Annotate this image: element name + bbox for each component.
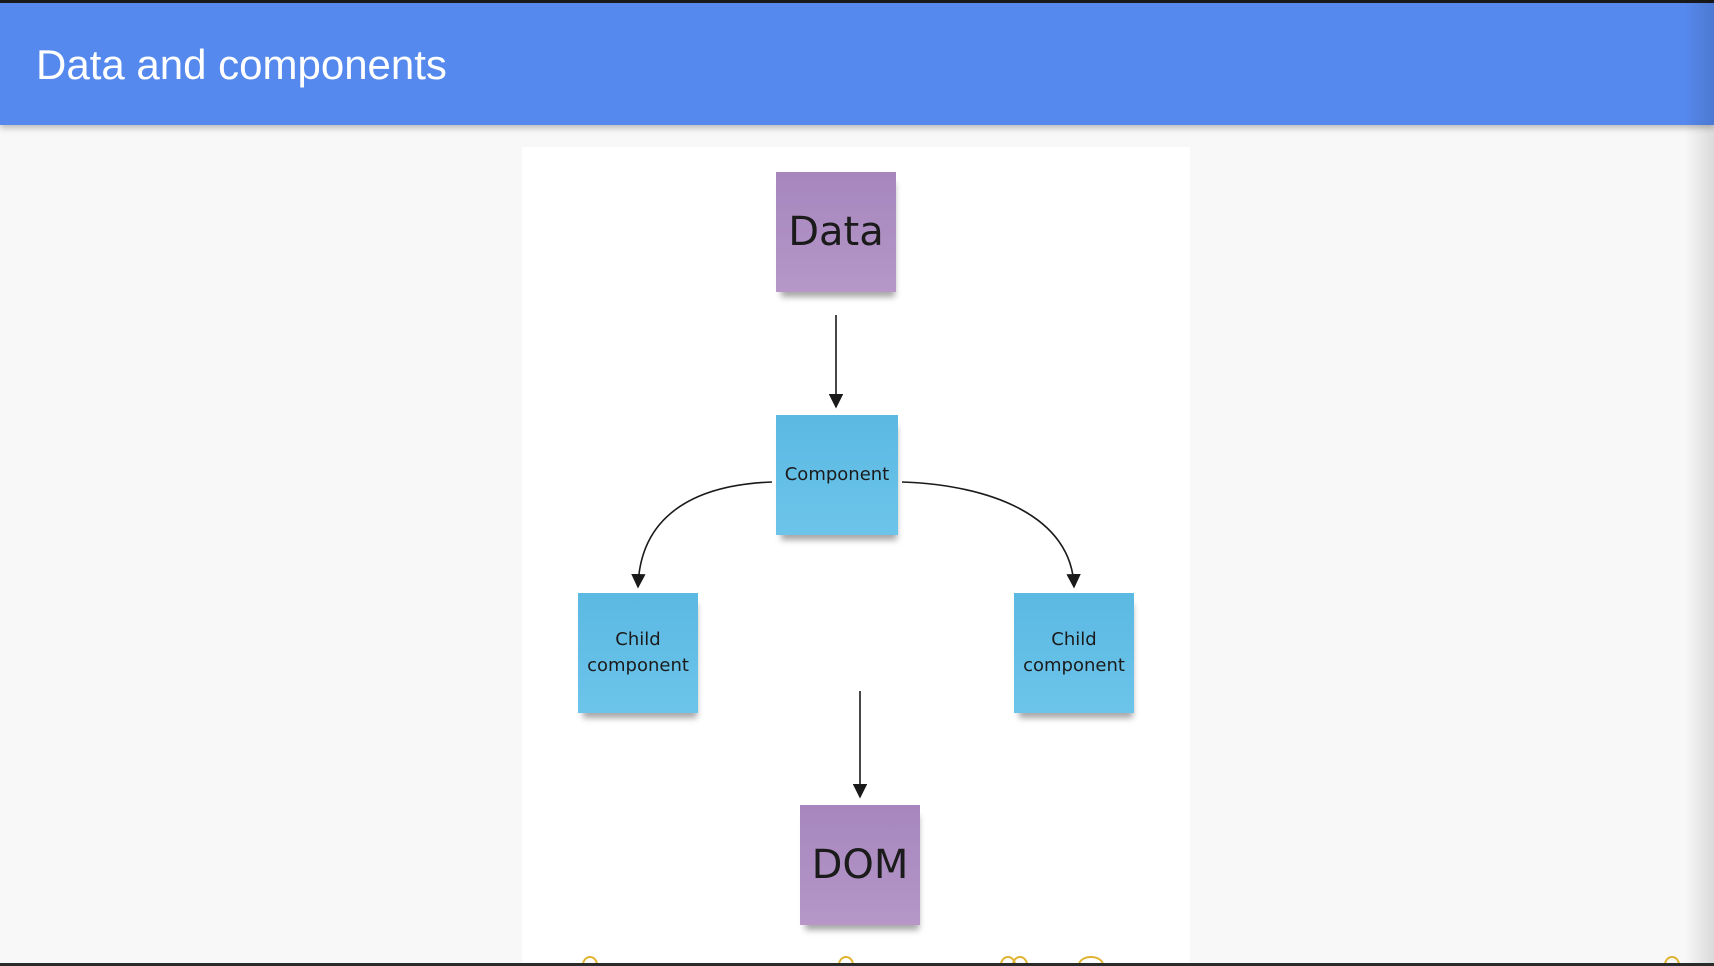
arrow-component-to-left-child: [631, 481, 773, 589]
dom-note-label: DOM: [811, 842, 909, 888]
child-right-label-line1: Child: [1051, 629, 1097, 650]
data-note-label: Data: [788, 209, 884, 255]
child-left-label-line2: component: [587, 655, 689, 676]
child-component-right-note: Child component: [1014, 593, 1134, 713]
top-border: [0, 0, 1714, 3]
data-note: Data: [776, 172, 896, 292]
child-left-label-line1: Child: [615, 629, 661, 650]
header-bar: Data and components: [0, 3, 1714, 125]
component-note-label: Component: [784, 464, 890, 485]
diagram-arrows: [631, 315, 1081, 799]
reaction-icon: [1664, 956, 1680, 966]
page-title: Data and components: [36, 41, 447, 88]
child-right-label-line2: component: [1023, 655, 1125, 676]
right-edge-shadow: [1684, 0, 1714, 966]
arrow-component-to-right-child: [901, 481, 1081, 589]
reaction-icon: [1078, 956, 1104, 966]
reaction-icon: [838, 956, 854, 966]
reaction-icon: [1012, 956, 1028, 966]
child-component-left-note: Child component: [578, 593, 698, 713]
diagram-canvas: Data Component Child component Child com…: [522, 147, 1190, 963]
component-note: Component: [776, 415, 898, 535]
dom-note: DOM: [800, 805, 920, 925]
reaction-icon: [582, 956, 598, 966]
emoji-reaction-row: [0, 952, 1714, 966]
bottom-border: [0, 963, 1714, 966]
